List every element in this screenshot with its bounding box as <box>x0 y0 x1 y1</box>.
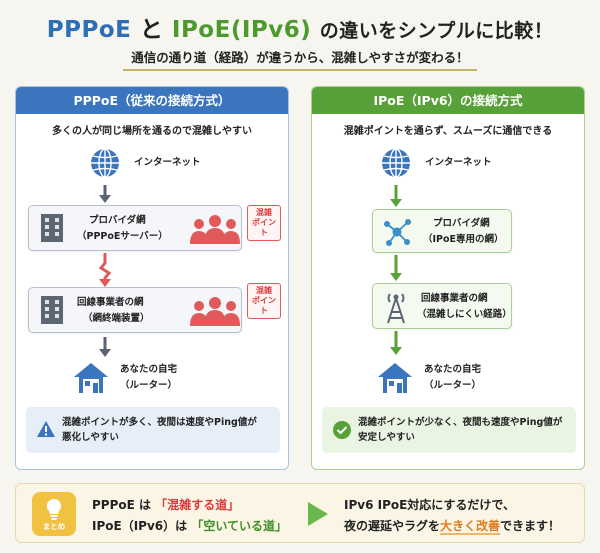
pppoe-operator-label-1: 回線事業者の網 <box>77 297 144 308</box>
pppoe-flow-arrows <box>98 185 112 357</box>
title-pppoe: PPPoE <box>46 17 132 43</box>
summary-r2-a: 夜の遅延やラグを <box>344 519 441 533</box>
title-ipv6: (IPv6) <box>230 17 312 43</box>
title-rest: の違いをシンプルに比較！ <box>319 20 554 42</box>
pppoe-panel-subtitle: 多くの人が同じ場所を通るので混雑しやすい <box>52 126 252 137</box>
summary-l1-a: PPPoE は <box>92 498 152 512</box>
ipoe-operator-box: 回線事業者の網 （混雑しにくい経路） <box>372 283 512 329</box>
title-ipoe: IPoE <box>171 17 231 43</box>
summary-right-line-1: IPv6 IPoE対応にするだけで、 <box>344 498 515 512</box>
tower-icon <box>387 293 405 324</box>
ipoe-provider-label-1: プロバイダ網 <box>433 218 490 229</box>
subtitle-text: 通信の通り道（経路）が違うから、混雑しやすさが変わる！ <box>123 47 477 71</box>
page-title: PPPoE と IPoE(IPv6) の違いをシンプルに比較！ <box>0 10 600 44</box>
pppoe-congestion-badge-1: 混雑 ポイント <box>247 205 281 241</box>
ipoe-flow-arrows <box>390 185 402 355</box>
page-subtitle: 通信の通り道（経路）が違うから、混雑しやすさが変わる！ <box>0 47 600 71</box>
pppoe-note-text: 混雑ポイントが多く、夜間は速度やPing値が 悪化しやすい <box>62 415 274 445</box>
pppoe-congestion-badge-2: 混雑 ポイント <box>247 283 281 319</box>
pppoe-panel-header: PPPoE（従来の接続方式） <box>16 87 288 114</box>
summary-l2-b: 「空いている道」 <box>191 519 287 533</box>
house-icon <box>378 363 412 393</box>
pppoe-provider-label-2: （PPPoEサーバー） <box>77 231 168 242</box>
summary-line-1: PPPoE は 「混雑する道」 <box>92 496 239 513</box>
people-icon <box>190 215 240 244</box>
ipoe-note-line-2: 安定しやすい <box>358 432 415 443</box>
ipoe-home-label-2: （ルーター） <box>424 380 482 391</box>
summary-badge: まとめ <box>32 492 76 536</box>
pppoe-internet-label: インターネット <box>134 157 201 168</box>
summary-right-line-2: 夜の遅延やラグを大きく改善できます！ <box>344 517 561 535</box>
pppoe-home-label-1: あなたの自宅 <box>120 364 178 375</box>
arrow-right-icon <box>308 502 328 526</box>
people-icon <box>190 297 240 326</box>
pppoe-operator-label-2: （網終端装置） <box>83 313 150 324</box>
summary-badge-label: まとめ <box>42 522 66 531</box>
title-to: と <box>139 17 164 43</box>
badge-2-line-2: ポイント <box>252 296 276 315</box>
pppoe-note-line-2: 悪化しやすい <box>62 432 119 443</box>
badge-2-line-1: 混雑 <box>256 286 272 295</box>
ipoe-panel: IPoE（IPv6）の接続方式 混雑ポイントを通らず、スムーズに通信できる イン… <box>311 86 585 470</box>
network-icon <box>384 219 411 246</box>
summary-box: まとめ PPPoE は 「混雑する道」 IPoE（IPv6）は 「空いている道」… <box>15 483 585 543</box>
pppoe-operator-box: 回線事業者の網 （網終端装置） <box>28 287 242 333</box>
summary-l2-a: IPoE（IPv6）は <box>92 519 188 533</box>
building-icon <box>41 214 63 242</box>
summary-r2-b: 大きく改善 <box>440 519 501 535</box>
globe-icon <box>382 148 410 178</box>
ipoe-panel-header: IPoE（IPv6）の接続方式 <box>312 87 584 114</box>
pppoe-home-label-2: （ルーター） <box>120 380 178 391</box>
pppoe-note-line-1: 混雑ポイントが多く、夜間は速度やPing値が <box>62 417 257 428</box>
ipoe-note-line-1: 混雑ポイントが少なく、夜間も速度やPing値が <box>358 417 563 428</box>
pppoe-provider-box: プロバイダ網 （PPPoEサーバー） <box>28 205 242 251</box>
badge-1-line-2: ポイント <box>252 218 276 237</box>
ipoe-home-label-1: あなたの自宅 <box>424 364 482 375</box>
pppoe-note: 混雑ポイントが多く、夜間は速度やPing値が 悪化しやすい <box>26 407 280 453</box>
pppoe-panel: PPPoE（従来の接続方式） 多くの人が同じ場所を通るので混雑しやすい インター… <box>15 86 289 470</box>
check-icon <box>333 421 351 439</box>
ipoe-operator-label-2: （混雑しにくい経路） <box>417 309 512 320</box>
ipoe-provider-label-2: （IPoE専用の網） <box>423 234 504 245</box>
ipoe-operator-label-1: 回線事業者の網 <box>421 293 488 304</box>
building-icon <box>41 296 63 324</box>
ipoe-internet-label: インターネット <box>425 157 492 168</box>
house-icon <box>74 363 108 393</box>
summary-line-2: IPoE（IPv6）は 「空いている道」 <box>92 517 287 534</box>
summary-r2-c: できます！ <box>500 519 561 533</box>
summary-l1-b: 「混雑する道」 <box>155 498 240 512</box>
ipoe-provider-box: プロバイダ網 （IPoE専用の網） <box>372 209 512 253</box>
ipoe-note: 混雑ポイントが少なく、夜間も速度やPing値が 安定しやすい <box>322 407 576 453</box>
lightbulb-icon <box>46 498 62 520</box>
warning-icon <box>37 421 55 437</box>
pppoe-provider-label-1: プロバイダ網 <box>89 215 146 226</box>
globe-icon <box>91 148 119 178</box>
badge-1-line-1: 混雑 <box>256 208 272 217</box>
ipoe-panel-subtitle: 混雑ポイントを通らず、スムーズに通信できる <box>343 126 553 137</box>
ipoe-note-text: 混雑ポイントが少なく、夜間も速度やPing値が 安定しやすい <box>358 415 570 445</box>
